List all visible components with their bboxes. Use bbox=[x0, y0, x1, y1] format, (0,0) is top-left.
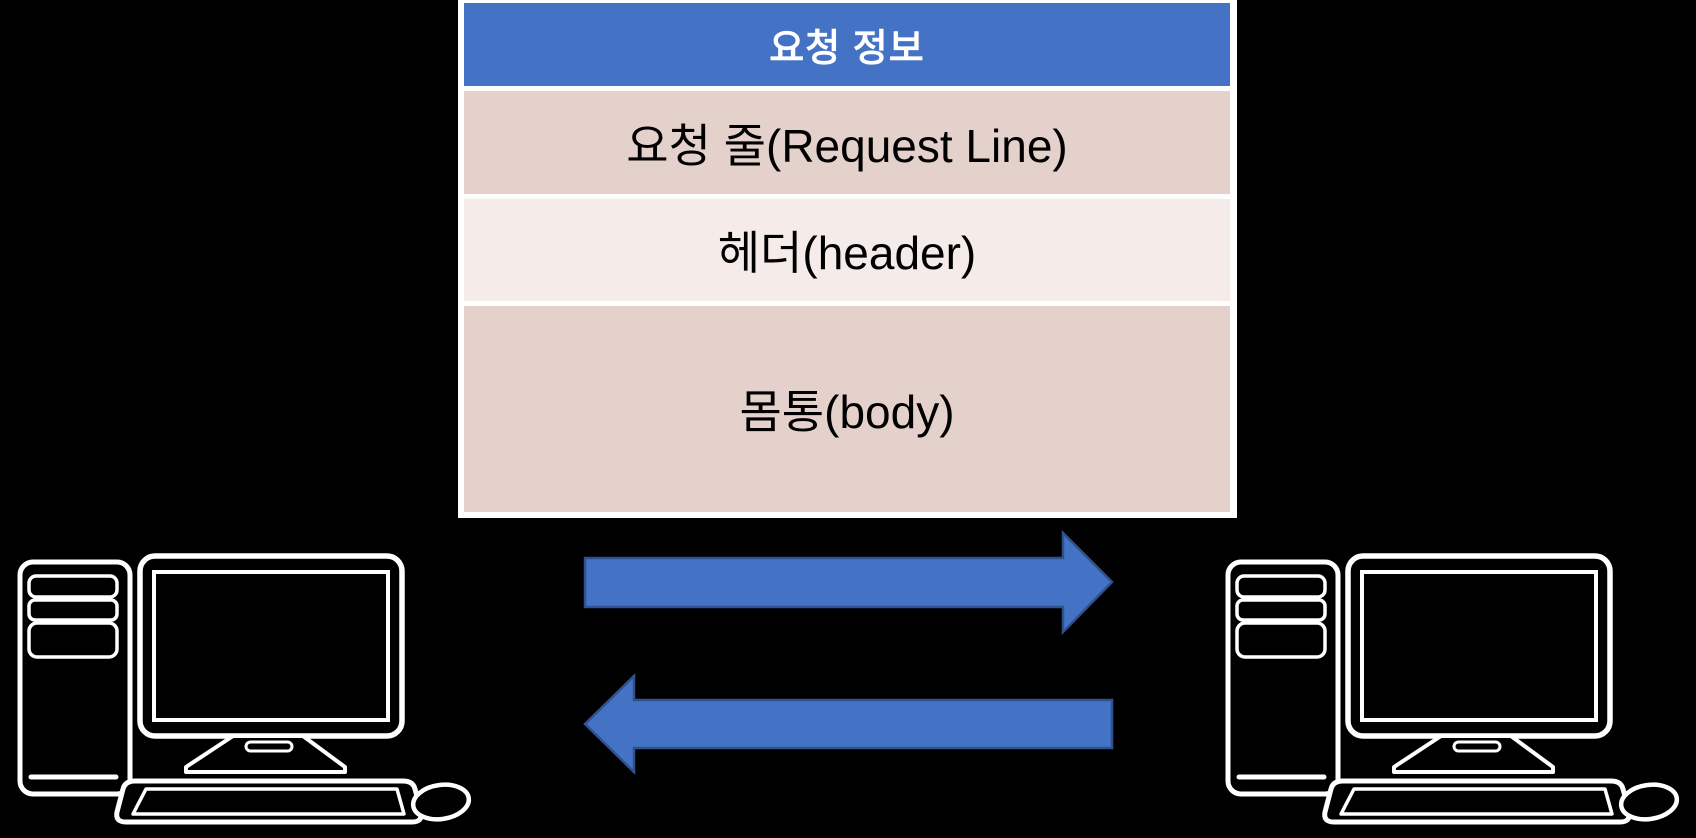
server-computer-icon bbox=[1228, 556, 1679, 823]
request-arrow-icon bbox=[583, 529, 1114, 636]
table-row-body: 몸통(body) bbox=[464, 306, 1230, 512]
client-computer-icon bbox=[20, 556, 471, 823]
table-header-request-info: 요청 정보 bbox=[464, 3, 1230, 86]
table-row-header: 헤더(header) bbox=[464, 199, 1230, 301]
table-row-request-line: 요청 줄(Request Line) bbox=[464, 91, 1230, 194]
request-info-table: 요청 정보 요청 줄(Request Line) 헤더(header) 몸통(b… bbox=[458, 0, 1237, 518]
response-arrow-icon bbox=[583, 673, 1114, 775]
